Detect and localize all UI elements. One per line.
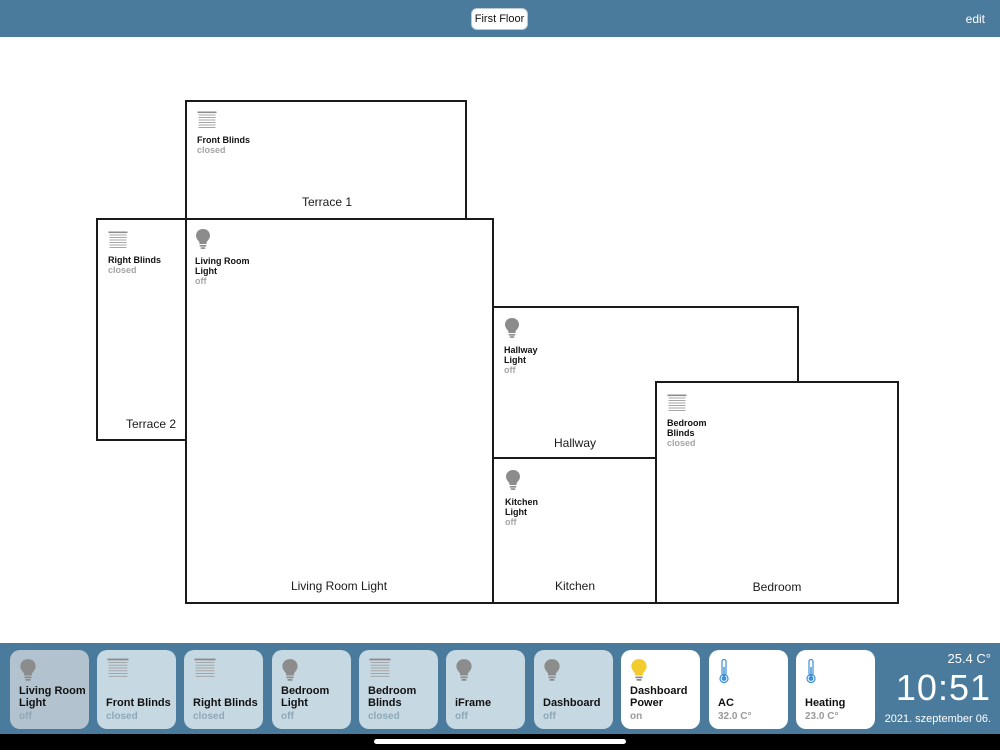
tile-state: off [281,711,294,722]
blinds-icon [369,658,391,677]
top-bar: First Floor edit [0,0,1000,37]
tile-name: Heating [805,697,846,709]
blinds-icon [108,231,128,248]
device-state: off [504,365,516,375]
front-blinds-device[interactable]: Front Blinds closed [197,111,267,155]
device-state: closed [197,145,226,155]
tile-front-blinds[interactable]: Front Blinds closed [97,650,176,729]
device-state: off [195,276,207,286]
tile-name: Dashboard [543,697,601,709]
tile-state: off [455,711,468,722]
tile-dashboard-power[interactable]: Dashboard Power on [621,650,700,729]
clock-date: 2021. szeptember 06. [884,713,991,725]
room-label-kitchen: Kitchen [554,579,596,593]
device-state: closed [108,265,137,275]
device-dock: Living Room Light off Front Blinds close… [0,643,1000,750]
thermometer-icon [806,658,816,684]
room-label-hallway: Hallway [553,436,597,450]
blinds-icon [197,111,217,128]
bulb-on-icon [631,659,647,681]
tile-state: on [630,711,643,722]
room-terrace-1 [185,100,467,220]
bulb-icon [506,470,520,490]
bulb-icon [544,659,560,681]
tile-state: 32.0 C° [718,711,752,722]
tile-heating[interactable]: Heating 23.0 C° [796,650,875,729]
tile-state: closed [106,711,138,722]
device-name: Kitchen Light [505,497,539,517]
blinds-icon [107,658,129,677]
home-indicator[interactable] [374,739,626,744]
bedroom-blinds-device[interactable]: Bedroom Blinds closed [667,394,737,448]
device-name: Living Room Light [195,256,250,276]
thermometer-icon [719,658,729,684]
bulb-icon [196,229,210,249]
room-bedroom [655,381,899,604]
bulb-icon [282,659,298,681]
device-name: Hallway Light [504,345,538,365]
tile-dashboard[interactable]: Dashboard off [534,650,613,729]
living-room-light-device[interactable]: Living Room Light off [195,228,265,286]
device-name: Front Blinds [197,135,250,145]
tile-state: 23.0 C° [805,711,839,722]
room-terrace-2 [96,218,188,441]
tile-living-room-light[interactable]: Living Room Light off [10,650,89,729]
tile-name: AC [718,697,734,709]
clock-time: 10:51 [895,667,991,708]
room-label-living-room: Living Room Light [290,579,388,593]
floor-selector-button[interactable]: First Floor [471,8,528,30]
bulb-icon [20,659,36,681]
tile-name: Bedroom Light [281,685,330,709]
edit-button[interactable]: edit [965,12,985,26]
hallway-light-device[interactable]: Hallway Light off [504,317,574,375]
tile-bedroom-light[interactable]: Bedroom Light off [272,650,351,729]
blinds-icon [194,658,216,677]
device-name: Right Blinds [108,255,161,265]
tile-right-blinds[interactable]: Right Blinds closed [184,650,263,729]
tile-state: off [19,711,32,722]
tile-name: Front Blinds [106,697,171,709]
room-label-bedroom: Bedroom [752,580,802,594]
blinds-icon [667,394,687,411]
tile-state: closed [193,711,225,722]
device-state: closed [667,438,696,448]
bulb-icon [456,659,472,681]
device-name: Bedroom Blinds [667,418,707,438]
bulb-icon [505,318,519,338]
room-label-terrace-1: Terrace 1 [301,195,353,209]
kitchen-light-device[interactable]: Kitchen Light off [505,469,575,527]
tile-bedroom-blinds[interactable]: Bedroom Blinds closed [359,650,438,729]
tile-name: Bedroom Blinds [368,685,417,709]
room-label-terrace-2: Terrace 2 [125,417,177,431]
tile-iframe[interactable]: iFrame off [446,650,525,729]
tile-name: Dashboard Power [630,685,688,709]
room-living-room [185,218,494,604]
tile-state: closed [368,711,400,722]
right-blinds-device[interactable]: Right Blinds closed [108,231,178,275]
room-kitchen [492,457,658,604]
tile-name: Living Room Light [19,685,86,709]
device-state: off [505,517,517,527]
tile-name: iFrame [455,697,492,709]
outside-temperature: 25.4 C° [947,651,991,666]
tile-name: Right Blinds [193,697,258,709]
tile-state: off [543,711,556,722]
tile-ac[interactable]: AC 32.0 C° [709,650,788,729]
